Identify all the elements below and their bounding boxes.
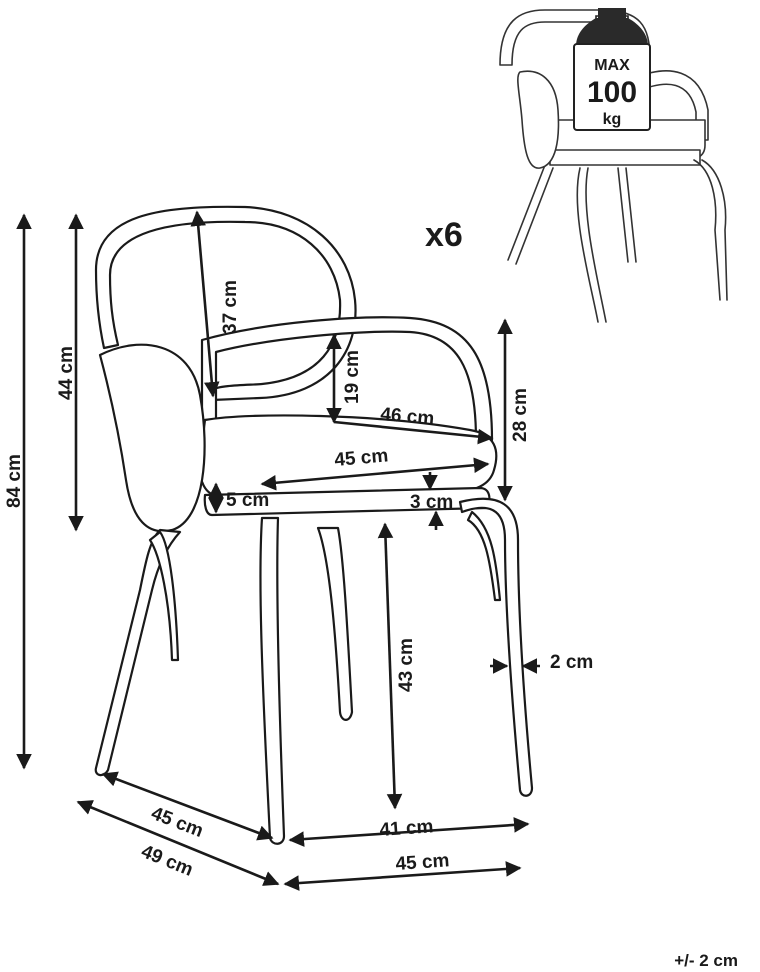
weight-max-label: MAX (594, 57, 630, 74)
armrest-height-label: 28 cm (510, 388, 531, 442)
seat-width-label: 45 cm (334, 445, 390, 471)
total-height-label: 84 cm (4, 454, 25, 508)
main-chair (94, 205, 534, 845)
dimension-lines (16, 210, 540, 891)
backrest-height-label: 44 cm (56, 346, 77, 400)
backrest-inner-label: 37 cm (220, 280, 241, 334)
weight-unit: kg (603, 111, 622, 128)
width-outer-label: 45 cm (395, 850, 450, 875)
seat-gap-label: 3 cm (410, 492, 453, 513)
width-inner-label: 41 cm (379, 816, 434, 841)
seat-height-label: 43 cm (396, 638, 417, 692)
armrest-above-seat-label: 19 cm (342, 350, 363, 404)
quantity-label: x6 (425, 216, 463, 254)
weight-icon: MAX 100 kg (573, 8, 651, 131)
leg-thickness-label: 2 cm (550, 652, 593, 673)
seat-thickness-label: 5 cm (226, 490, 269, 511)
weight-value: 100 (587, 76, 637, 109)
tolerance-label: +/- 2 cm (674, 951, 738, 970)
armrest-width-label: 46 cm (380, 404, 436, 430)
weight-reference-chair: MAX 100 kg (499, 8, 728, 323)
